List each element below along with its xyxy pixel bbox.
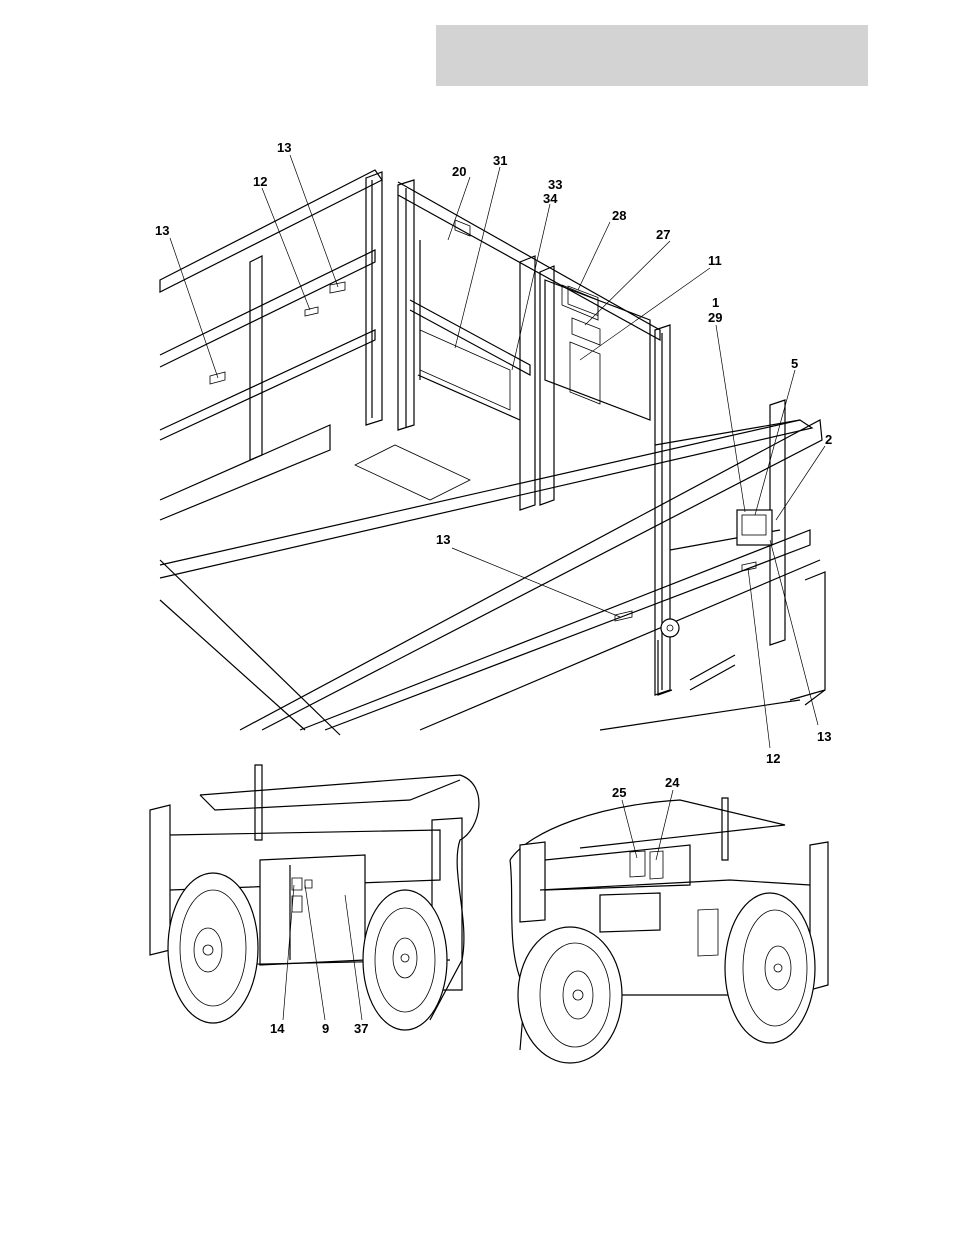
platform-illustration bbox=[160, 170, 825, 735]
callout-37: 37 bbox=[354, 1021, 368, 1036]
callout-20: 20 bbox=[452, 164, 466, 179]
callout-12-left: 12 bbox=[253, 174, 267, 189]
callout-28: 28 bbox=[612, 208, 626, 223]
callout-34: 34 bbox=[543, 191, 558, 206]
chassis-right-callouts: 25 24 bbox=[612, 775, 680, 800]
callout-24: 24 bbox=[665, 775, 680, 790]
chassis-left-illustration bbox=[150, 765, 479, 1030]
callout-29: 29 bbox=[708, 310, 722, 325]
callout-33: 33 bbox=[548, 177, 562, 192]
callout-25: 25 bbox=[612, 785, 626, 800]
callout-11: 11 bbox=[708, 253, 722, 268]
callout-13-right: 13 bbox=[817, 729, 831, 744]
callout-31: 31 bbox=[493, 153, 507, 168]
callout-13-left: 13 bbox=[155, 223, 169, 238]
callout-2: 2 bbox=[825, 432, 832, 447]
callout-1: 1 bbox=[712, 295, 719, 310]
callout-13-floor: 13 bbox=[436, 532, 450, 547]
callout-27: 27 bbox=[656, 227, 670, 242]
chassis-left-callouts: 14 9 37 bbox=[270, 1021, 368, 1036]
chassis-right-illustration bbox=[510, 798, 828, 1063]
callout-12-right: 12 bbox=[766, 751, 780, 766]
callout-9: 9 bbox=[322, 1021, 329, 1036]
callout-14: 14 bbox=[270, 1021, 285, 1036]
platform-callouts: 13 12 13 20 31 33 34 28 27 11 1 29 5 2 1… bbox=[155, 140, 832, 766]
callout-5: 5 bbox=[791, 356, 798, 371]
callout-13-top: 13 bbox=[277, 140, 291, 155]
